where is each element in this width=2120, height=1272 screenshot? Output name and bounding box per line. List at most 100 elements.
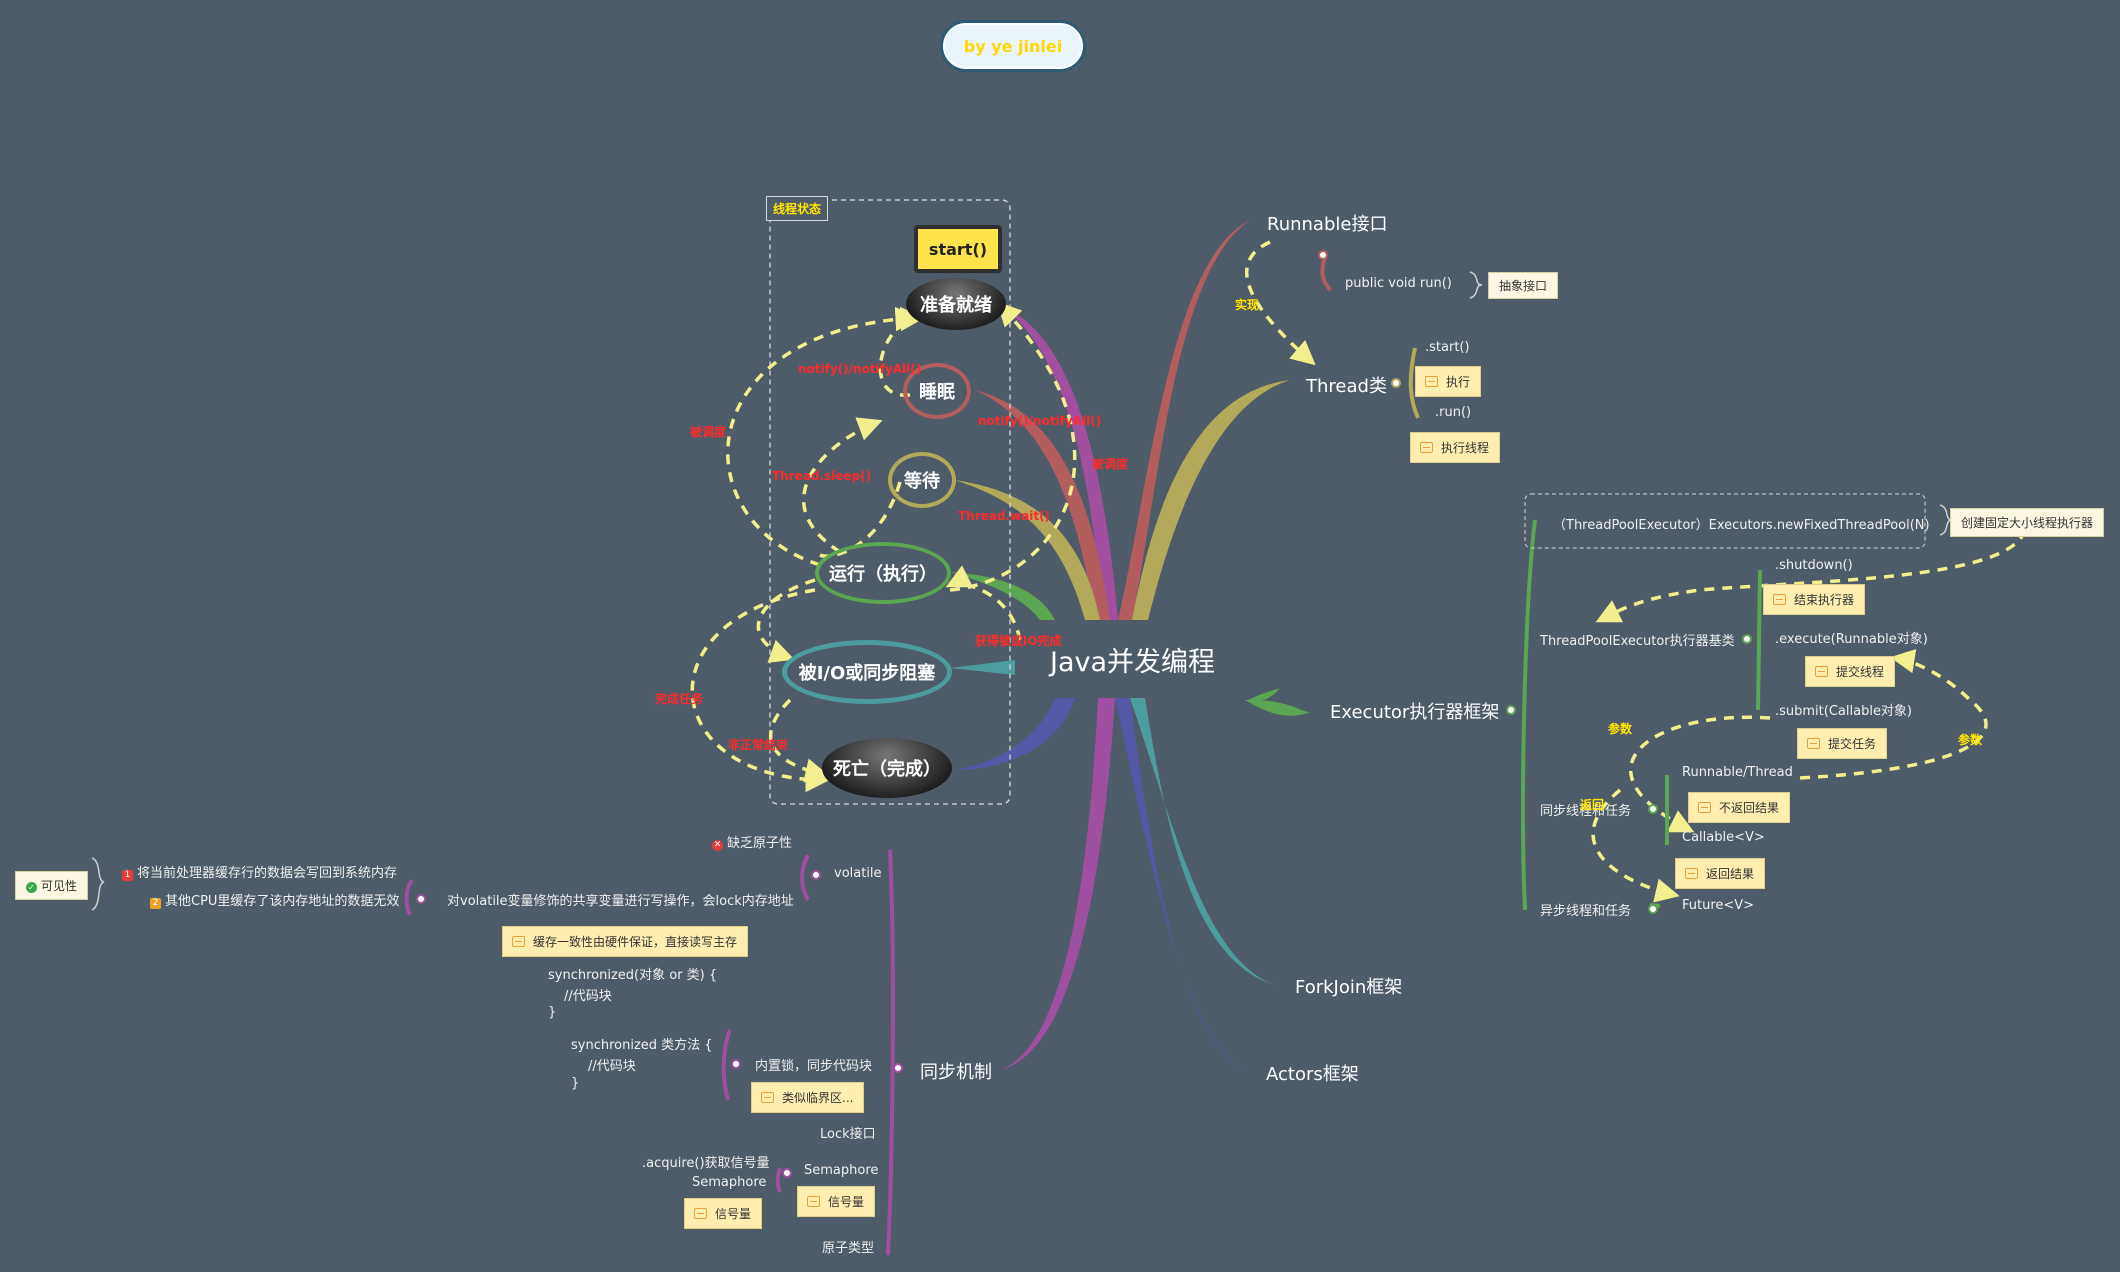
state-wait[interactable]: 等待 <box>888 452 956 508</box>
author-badge: by ye jinlei <box>940 20 1086 72</box>
branch-sync <box>1000 698 1115 1070</box>
executor-submit-note[interactable]: 提交任务 <box>1797 728 1888 759</box>
state-sleep-label: 睡眠 <box>919 382 955 403</box>
branch-wait <box>955 480 1100 620</box>
runnable-method-note[interactable]: 抽象接口 <box>1488 272 1559 299</box>
forkjoin-topic[interactable]: ForkJoin框架 <box>1295 977 1403 998</box>
state-running[interactable]: 运行（执行） <box>815 542 951 604</box>
sync-volatile[interactable]: volatile <box>834 866 882 881</box>
state-sleep[interactable]: 睡眠 <box>903 363 971 419</box>
sync-tasks-dot <box>1648 804 1658 814</box>
label-param-1: 参数 <box>1608 722 1633 736</box>
thread-start-note[interactable]: 执行 <box>1415 366 1482 397</box>
sync-dot <box>893 1063 903 1073</box>
executor-dot <box>1506 705 1516 715</box>
label-returns: 返回 <box>1580 798 1605 812</box>
cache-note[interactable]: 缓存一致性由硬件保证，直接读写主存 <box>502 926 749 957</box>
executor-callable-note[interactable]: 返回结果 <box>1675 858 1766 889</box>
branch-actors <box>1115 698 1250 1072</box>
thread-run[interactable]: .run() <box>1435 405 1472 420</box>
state-blocked[interactable]: 被I/O或同步阻塞 <box>782 640 952 704</box>
actors-topic[interactable]: Actors框架 <box>1266 1064 1359 1085</box>
sync-semaphore-2[interactable]: Semaphore <box>692 1175 767 1190</box>
thread-run-note[interactable]: 执行线程 <box>1410 432 1501 463</box>
error-icon: ✕ <box>712 840 723 851</box>
executor-execute-note[interactable]: 提交线程 <box>1805 656 1896 687</box>
branch-ready <box>1000 305 1118 620</box>
thread-start[interactable]: .start() <box>1425 340 1470 355</box>
label-param-2: 参数 <box>1958 733 1983 747</box>
executor-future[interactable]: Future<V> <box>1682 898 1755 913</box>
lacks-atomic-text: 缺乏原子性 <box>727 836 793 851</box>
executor-shutdown-note[interactable]: 结束执行器 <box>1763 584 1866 615</box>
sync-intrinsic[interactable]: 内置锁，同步代码块 <box>755 1059 873 1074</box>
async-tasks-dot <box>1648 904 1658 914</box>
runnable-topic[interactable]: Runnable接口 <box>1267 214 1388 235</box>
executor-callable[interactable]: Callable<V> <box>1682 830 1765 845</box>
volatile-desc-dot <box>416 894 426 904</box>
label-implements: 实现 <box>1235 298 1260 312</box>
executor-shutdown[interactable]: .shutdown() <box>1775 558 1853 573</box>
executor-factory-note[interactable]: 创建固定大小线程执行器 <box>1950 508 2105 537</box>
sync-method-line-3: } <box>571 1076 580 1091</box>
executor-sync-tasks[interactable]: 同步线程和任务 <box>1540 804 1632 819</box>
executor-base-dot <box>1742 634 1752 644</box>
state-running-label: 运行（执行） <box>829 564 937 585</box>
state-ready[interactable]: 准备就绪 <box>906 278 1006 330</box>
branch-executor <box>1245 700 1310 716</box>
state-dead-label: 死亡（完成） <box>833 759 941 780</box>
executor-async-tasks[interactable]: 异步线程和任务 <box>1540 904 1632 919</box>
label-abnormal: 非正常结束 <box>728 738 789 752</box>
state-dead[interactable]: 死亡（完成） <box>822 738 952 798</box>
label-done: 完成任务 <box>655 692 704 706</box>
branch-forkjoin <box>1130 698 1275 985</box>
state-ready-label: 准备就绪 <box>920 295 992 316</box>
sync-block-line-3: } <box>548 1005 557 1020</box>
volatile-desc[interactable]: 对volatile变量修饰的共享变量进行写操作，会lock内存地址 <box>447 894 794 909</box>
executor-factory[interactable]: （ThreadPoolExecutor）Executors.newFixedTh… <box>1553 518 1930 533</box>
thread-class-topic[interactable]: Thread类 <box>1306 376 1387 397</box>
priority-1-icon: 1 <box>122 870 133 881</box>
start-node[interactable]: start() <box>914 225 1002 273</box>
executor-execute[interactable]: .execute(Runnable对象) <box>1775 632 1928 647</box>
thread-state-frame <box>769 199 1011 805</box>
branch-dead <box>955 698 1075 770</box>
sync-block-line-1: synchronized(对象 or 类) { <box>548 968 718 983</box>
executor-base[interactable]: ThreadPoolExecutor执行器基类 <box>1540 634 1735 649</box>
label-wait-call: Thread.wait() <box>958 509 1051 523</box>
sync-atomic[interactable]: 原子类型 <box>822 1241 875 1256</box>
branch-running <box>950 572 1055 620</box>
label-lock-acquired: 获得锁或IO完成 <box>975 634 1062 648</box>
sync-lacks-atomic[interactable]: ✕ 缺乏原子性 <box>712 832 792 851</box>
semaphore-2-note[interactable]: 信号量 <box>684 1198 763 1229</box>
sync-lock[interactable]: Lock接口 <box>820 1127 876 1142</box>
state-blocked-label: 被I/O或同步阻塞 <box>798 663 936 684</box>
vis1-text: 将当前处理器缓存行的数据会写回到系统内存 <box>137 866 398 881</box>
visibility-node[interactable]: ✓可见性 <box>15 871 89 900</box>
vis2-text: 其他CPU里缓存了该内存地址的数据无效 <box>165 894 400 909</box>
center-topic[interactable]: Java并发编程 <box>1050 647 1216 678</box>
executor-submit[interactable]: .submit(Callable对象) <box>1775 704 1913 719</box>
intrinsic-note[interactable]: 类似临界区... <box>751 1082 865 1113</box>
intrinsic-dot <box>731 1059 741 1069</box>
sync-topic[interactable]: 同步机制 <box>920 1062 992 1083</box>
semaphore-note[interactable]: 信号量 <box>797 1186 876 1217</box>
executor-runnable-thread-note[interactable]: 不返回结果 <box>1688 792 1791 823</box>
branch-runnable <box>1118 220 1250 620</box>
executor-runnable-thread[interactable]: Runnable/Thread <box>1682 765 1793 780</box>
branch-executor-root <box>1248 688 1280 701</box>
executor-topic[interactable]: Executor执行器框架 <box>1330 702 1500 723</box>
thread-state-frame-label: 线程状态 <box>766 196 829 221</box>
vis-line-1[interactable]: 1 将当前处理器缓存行的数据会写回到系统内存 <box>122 862 397 881</box>
state-wait-label: 等待 <box>904 471 940 492</box>
label-scheduled-2: 被调度 <box>1092 457 1129 471</box>
sync-method-line-2: //代码块 <box>588 1059 636 1074</box>
semaphore-dot <box>782 1168 792 1178</box>
sync-acquire[interactable]: .acquire()获取信号量 <box>642 1156 770 1171</box>
runnable-method[interactable]: public void run() <box>1345 276 1452 291</box>
volatile-dot <box>811 870 821 880</box>
label-sleep-call: Thread.sleep() <box>772 469 872 483</box>
sync-semaphore[interactable]: Semaphore <box>804 1163 879 1178</box>
